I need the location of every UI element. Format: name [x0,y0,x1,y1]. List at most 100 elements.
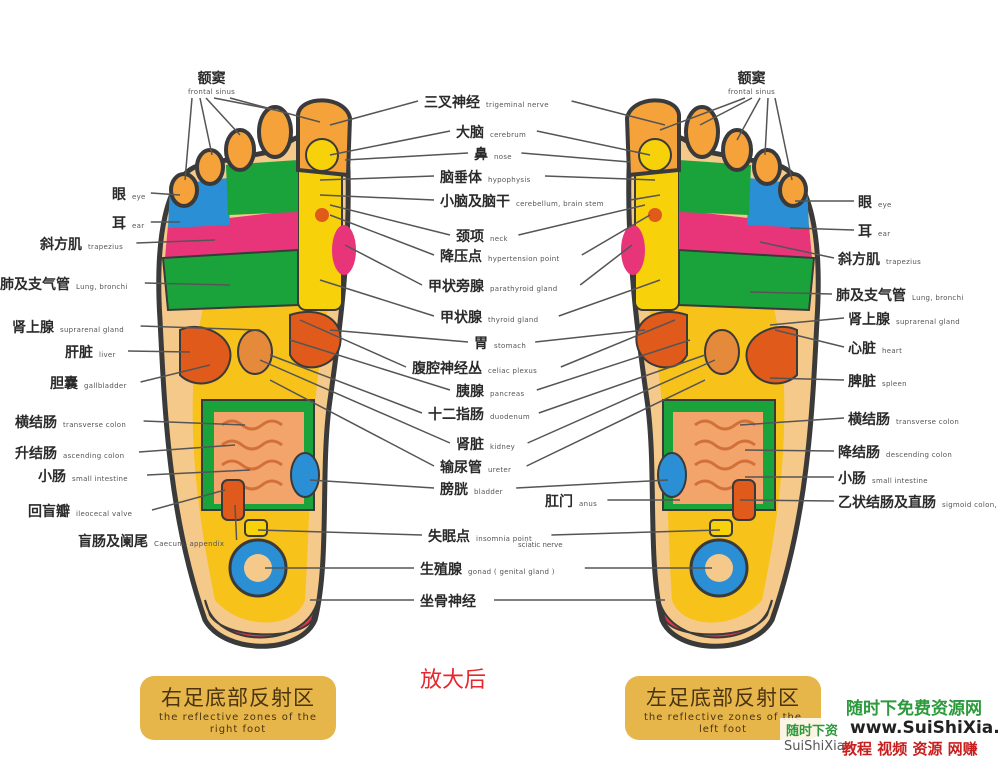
leader-line [739,499,835,502]
label-english: cerebrum [490,131,527,139]
label-english: cerebellum, brain stem [516,200,604,208]
leader-line [749,291,833,295]
leader-line [269,354,423,414]
leader-line [150,192,181,196]
leader-line [344,152,469,161]
label-english: gallbladder [84,382,127,390]
label-english: insomnia point [476,535,533,543]
label-english: frontal sinus [728,88,776,96]
label-chinese: 耳 [112,216,126,232]
leader-line [329,329,469,343]
label-english: trigeminal nerve [486,101,549,109]
label-chinese: 横结肠 [15,415,57,431]
label-english: trapezius [88,243,124,251]
label-english: pancreas [490,390,525,398]
leader-line [521,152,631,163]
leader-line [319,279,435,317]
label-chinese: 生殖腺 [420,562,462,578]
leader-line [536,339,691,391]
label-english: ileocecal valve [76,510,133,518]
label-english: anus [579,500,598,508]
label-chinese: 眼 [112,187,126,203]
label-center-labels: 坐骨神经 [420,593,482,609]
plaque-subtitle: left foot [698,724,748,735]
leader-line [516,479,669,489]
leader-line [739,417,845,426]
leader-line [319,194,435,201]
leader-line [544,175,656,181]
leader-line [774,329,845,348]
leader-line [769,317,845,326]
leader-line [759,241,835,259]
leader-line [538,354,706,414]
leader-line [571,100,666,126]
label-center-labels: 大脑 cerebrum [456,124,526,140]
label-english: nose [494,153,512,161]
label-chinese: 肛门 [545,494,573,510]
label-english: frontal sinus [188,88,236,96]
label-english: hypophysis [488,176,531,184]
leader-line [518,204,646,236]
leader-line [560,319,676,368]
label-english: trapezius [886,258,922,266]
label-english: ear [132,222,145,230]
label-english: descending colon [886,451,953,459]
label-chinese: 肺及支气管 [836,288,906,304]
label-chinese: 乙状结肠及直肠 [838,495,936,511]
leader-line [229,97,321,123]
label-chinese: 膀胱 [440,482,468,498]
label-english: gonad ( genital gland ) [468,568,555,576]
label-chinese: 大脑 [456,125,484,141]
label-english-secondary: sciatic nerve [518,541,563,549]
leader-line [259,359,451,444]
label-chinese: 甲状腺 [440,310,482,326]
label-left-foot-labels: 横结肠 transverse colon [848,411,959,427]
label-right-foot-labels: 耳 ear [112,215,144,231]
watermark-title: 随时下免费资源网 [846,699,982,719]
leader-line [699,97,753,126]
label-chinese: 肾上腺 [12,320,54,336]
leader-line [234,504,238,541]
label-chinese: 横结肠 [848,412,890,428]
label-chinese: 耳 [858,224,872,240]
leader-line [344,244,423,286]
label-chinese: 升结肠 [15,446,57,462]
label-english: duodenum [490,413,531,421]
leader-line [299,319,407,368]
label-english: ear [878,230,891,238]
leader-line [527,359,716,444]
label-chinese: 斜方肌 [838,252,880,268]
label-left-foot-labels: 斜方肌 trapezius [838,251,921,267]
label-chinese: 肾上腺 [848,312,890,328]
label-english: spleen [882,380,907,388]
leader-line [184,97,193,181]
leader-line [146,469,251,476]
label-chinese: 小脑及脑干 [440,194,510,210]
leader-line [257,529,423,536]
watermark-tags: 教程 视频 资源 网赚 [842,740,978,757]
label-english: transverse colon [896,418,960,426]
label-chinese: 坐骨神经 [420,594,476,610]
leader-line [127,350,191,353]
label-chinese: 腹腔神经丛 [412,361,482,377]
label-english: Lung, bronchi [76,283,128,291]
label-english: kidney [490,443,516,451]
plaque-subtitle: the reflective zones of the [158,712,317,723]
leader-lines [127,97,855,601]
